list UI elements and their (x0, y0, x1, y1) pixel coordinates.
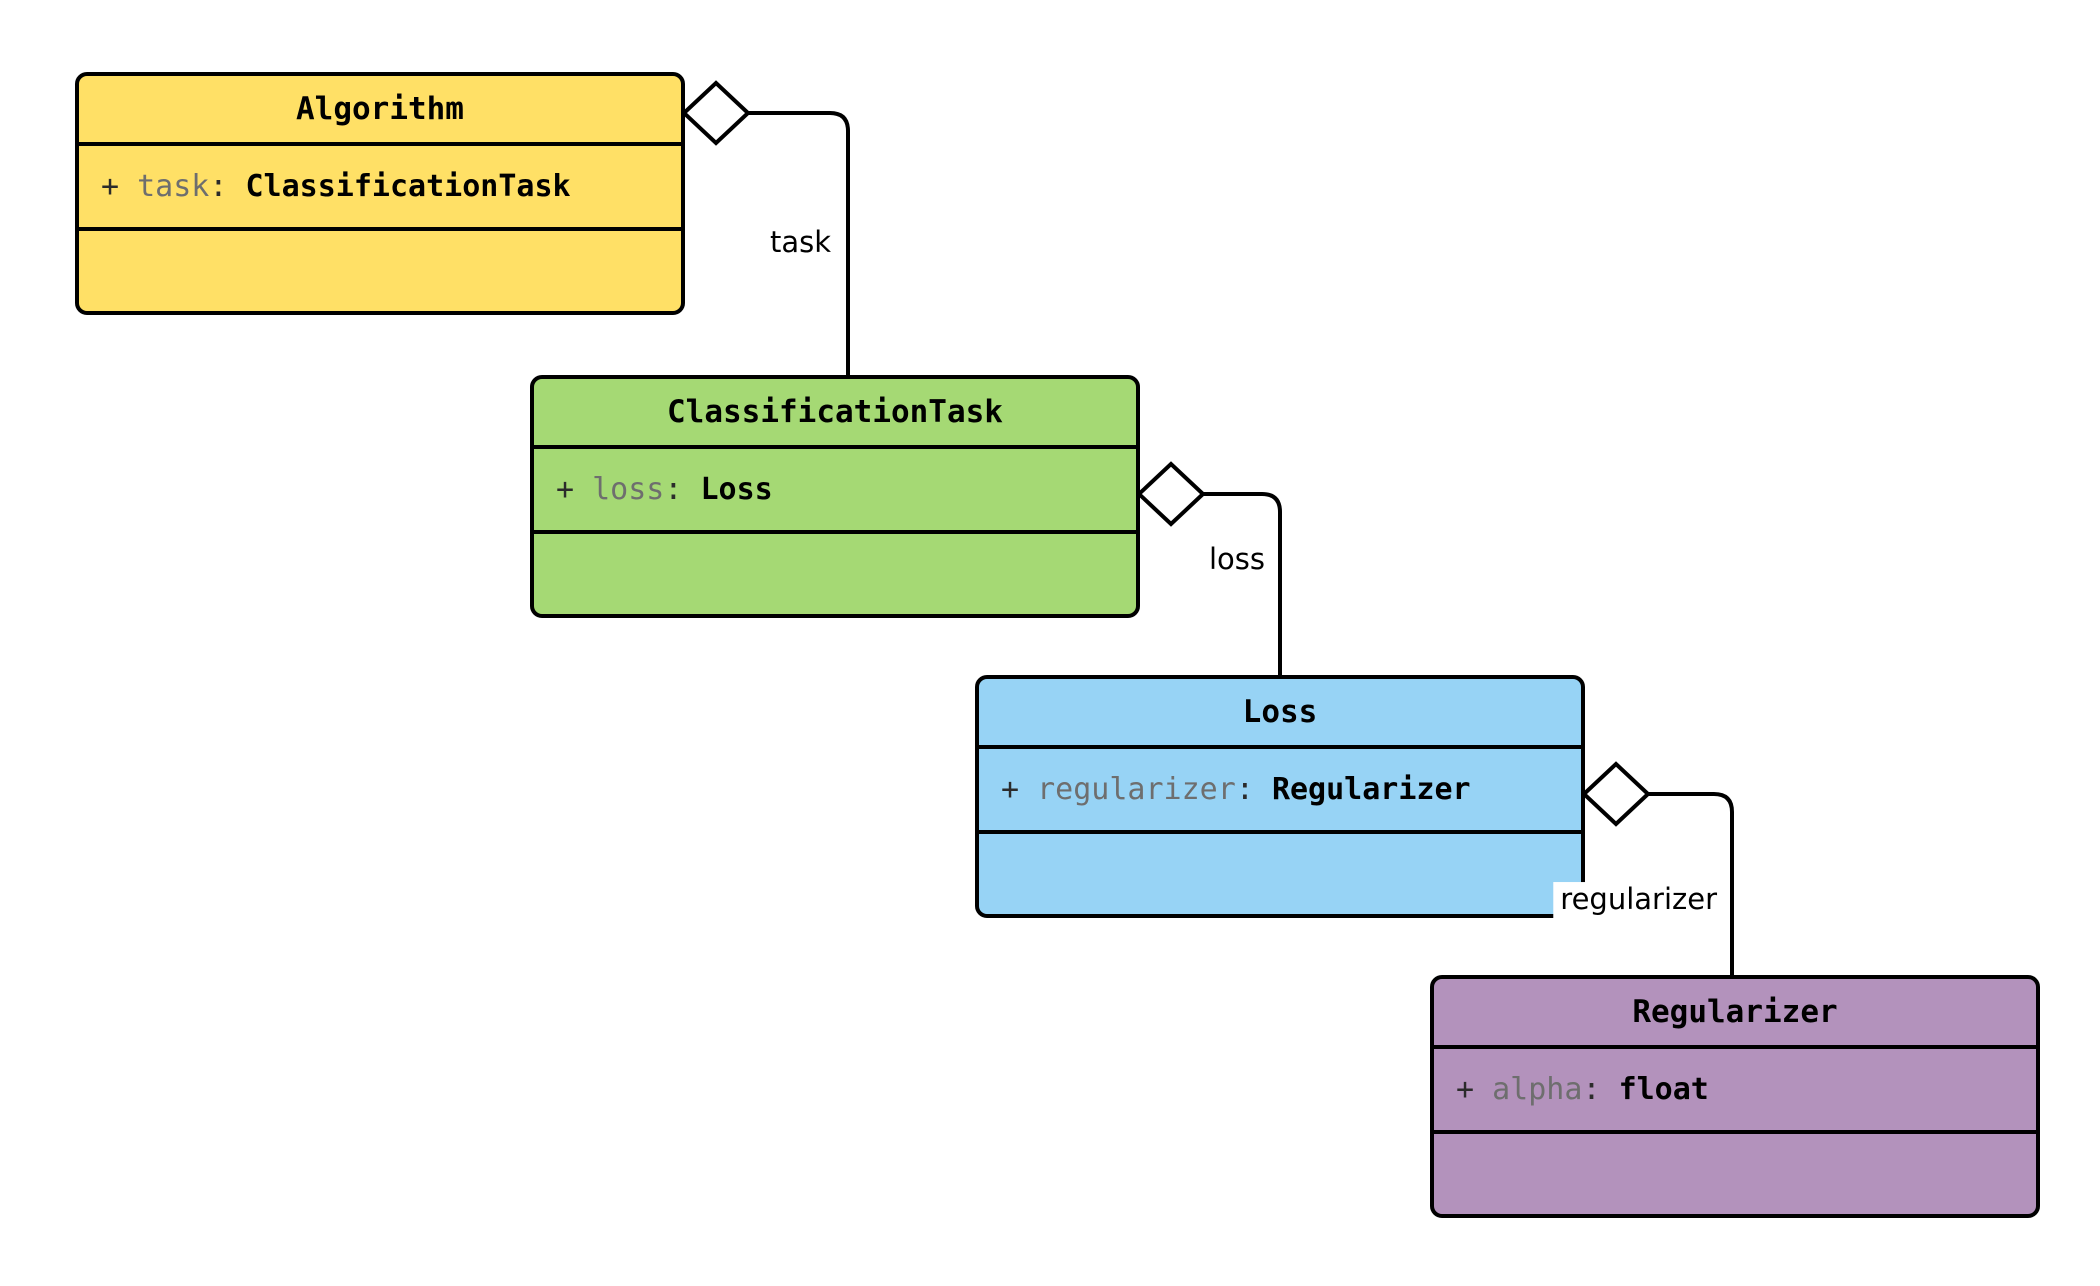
class-title-compartment: Algorithm (79, 76, 681, 146)
attribute-separator: : (664, 471, 683, 507)
class-attribute: + alpha: float (1456, 1071, 1709, 1107)
attribute-separator: : (1235, 771, 1254, 807)
relationship-label-loss: loss (1201, 542, 1272, 578)
attribute-name: alpha (1492, 1071, 1583, 1107)
relationship-rel-regularizer (1581, 761, 1734, 975)
attribute-separator: : (209, 168, 228, 204)
aggregation-diamond-icon (1581, 761, 1651, 827)
attribute-type: float (1618, 1071, 1709, 1107)
class-attribute: + task: ClassificationTask (101, 168, 571, 204)
attribute-name: regularizer (1037, 771, 1236, 807)
uml-class-loss[interactable]: Loss + regularizer: Regularizer (975, 675, 1585, 918)
class-methods-compartment (979, 834, 1581, 914)
uml-class-regularizer[interactable]: Regularizer + alpha: float (1430, 975, 2040, 1218)
attribute-visibility: + (1456, 1071, 1475, 1107)
attribute-name: loss (592, 471, 665, 507)
relationship-label-task: task (762, 225, 838, 261)
relationship-line (1203, 492, 1282, 675)
attribute-visibility: + (556, 471, 575, 507)
relationship-label-regularizer: regularizer (1553, 882, 1724, 918)
attribute-visibility: + (1001, 771, 1020, 807)
attribute-type: Regularizer (1271, 771, 1471, 807)
attribute-type: ClassificationTask (245, 168, 571, 204)
attribute-separator: : (1582, 1071, 1601, 1107)
class-title-compartment: Regularizer (1434, 979, 2036, 1049)
class-title-compartment: ClassificationTask (534, 379, 1136, 449)
class-attributes-compartment: + alpha: float (1434, 1049, 2036, 1134)
uml-class-classificationtask[interactable]: ClassificationTask + loss: Loss (530, 375, 1140, 618)
class-methods-compartment (1434, 1134, 2036, 1214)
class-methods-compartment (534, 534, 1136, 614)
class-attributes-compartment: + task: ClassificationTask (79, 146, 681, 231)
attribute-type: Loss (700, 471, 773, 507)
aggregation-diamond-icon (1136, 461, 1206, 527)
class-name: Algorithm (296, 91, 464, 127)
class-attributes-compartment: + loss: Loss (534, 449, 1136, 534)
class-attribute: + loss: Loss (556, 471, 773, 507)
class-title-compartment: Loss (979, 679, 1581, 749)
class-name: Regularizer (1632, 994, 1838, 1030)
aggregation-diamond-icon (681, 80, 751, 146)
uml-class-algorithm[interactable]: Algorithm + task: ClassificationTask (75, 72, 685, 315)
attribute-visibility: + (101, 168, 120, 204)
class-name: ClassificationTask (667, 394, 1003, 430)
class-methods-compartment (79, 231, 681, 311)
class-attributes-compartment: + regularizer: Regularizer (979, 749, 1581, 834)
class-name: Loss (1242, 694, 1318, 730)
class-attribute: + regularizer: Regularizer (1001, 771, 1471, 807)
attribute-name: task (137, 168, 210, 204)
